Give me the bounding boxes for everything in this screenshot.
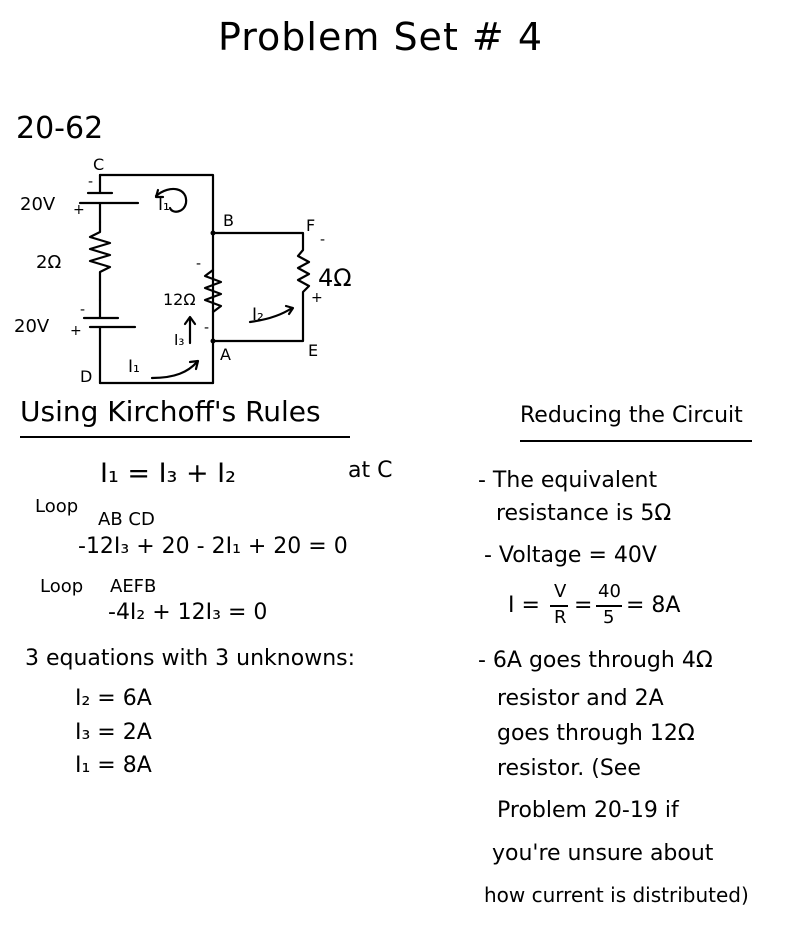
formula-voltage: V (554, 581, 567, 602)
node-d-label: D (80, 367, 92, 386)
resistor-left (88, 220, 112, 302)
kirchhoff-heading: Using Kirchoff's Rules (20, 395, 321, 428)
svg-text:-: - (88, 174, 93, 190)
current-bottom-label: I₁ (128, 357, 140, 377)
kirchhoff-heading-underline (20, 436, 350, 438)
node-a-label: A (220, 345, 231, 364)
circuit-diagram: - + - + - - + - C B F A E D 20V 20V 2Ω 1… (14, 155, 352, 386)
system-note: 3 equations with 3 unknowns: (25, 646, 356, 671)
node-f-label: F (306, 216, 315, 235)
svg-text:-: - (204, 320, 209, 336)
svg-text:+: + (70, 323, 82, 339)
wire-top (98, 173, 215, 385)
reducing-line-10: how current is distributed) (484, 883, 749, 907)
current-right-label: I₂ (252, 305, 264, 325)
reducing-line-5: resistor and 2A (497, 686, 664, 711)
reducing-line-4: - 6A goes through 4Ω (478, 648, 713, 673)
resistor-middle-label: 12Ω (163, 290, 196, 309)
result-i3: I₃ = 2A (75, 720, 152, 745)
battery-bottom (82, 298, 137, 385)
current-middle-label: I₃ (174, 331, 184, 349)
battery-bottom-label: 20V (14, 316, 50, 337)
result-i2: I₂ = 6A (75, 686, 152, 711)
current-loop-arrow (154, 187, 188, 213)
problem-number: 20-62 (16, 111, 104, 146)
reducing-line-7: resistor. (See (497, 756, 641, 781)
reducing-line-2: resistance is 5Ω (496, 501, 672, 526)
loop2-equation: -4I₂ + 12I₃ = 0 (108, 600, 268, 625)
current-bottom-arrow (150, 360, 199, 380)
page-title: Problem Set # 4 (218, 15, 544, 59)
formula-equals: = (574, 593, 593, 618)
junction-equation: I₁ = I₃ + I₂ (100, 458, 236, 489)
loop2-nodes: AEFB (110, 576, 157, 597)
loop1-equation: -12I₃ + 20 - 2I₁ + 20 = 0 (78, 534, 348, 559)
formula-resistance: R (554, 607, 567, 628)
reducing-line-9: you're unsure about (492, 841, 714, 866)
loop1-nodes: AB CD (98, 509, 155, 530)
svg-text:-: - (196, 256, 201, 272)
loop1-label: Loop (35, 496, 79, 517)
reducing-heading-underline (520, 440, 752, 442)
node-b-label: B (223, 211, 234, 230)
junction-location: at C (348, 458, 393, 483)
reducing-heading: Reducing the Circuit (520, 403, 743, 428)
svg-text:-: - (320, 232, 325, 248)
current-loop-label: I₁ (158, 195, 170, 215)
formula-result: = 8A (626, 593, 681, 618)
svg-text:+: + (73, 202, 85, 218)
battery-top (78, 173, 140, 224)
reducing-line-3: - Voltage = 40V (484, 543, 657, 568)
node-e-label: E (308, 341, 318, 360)
reducing-line-6: goes through 12Ω (497, 721, 695, 746)
svg-text:-: - (80, 302, 85, 318)
svg-text:+: + (311, 290, 323, 306)
battery-top-label: 20V (20, 194, 56, 215)
reducing-line-8: Problem 20-19 if (497, 798, 679, 823)
wire-right-branch (211, 231, 311, 343)
reducing-line-1: - The equivalent (478, 468, 658, 493)
resistor-right-label: 4Ω (318, 264, 352, 292)
node-c-label: C (93, 155, 104, 174)
current-right-arrow (248, 306, 294, 324)
resistor-left-label: 2Ω (36, 252, 61, 273)
loop2-label: Loop (40, 576, 84, 597)
resistor-middle (203, 268, 223, 314)
result-i1: I₁ = 8A (75, 753, 152, 778)
formula-numerator: 40 (598, 581, 621, 602)
formula-denominator: 5 (603, 607, 615, 628)
formula-lhs: I = (508, 593, 540, 618)
